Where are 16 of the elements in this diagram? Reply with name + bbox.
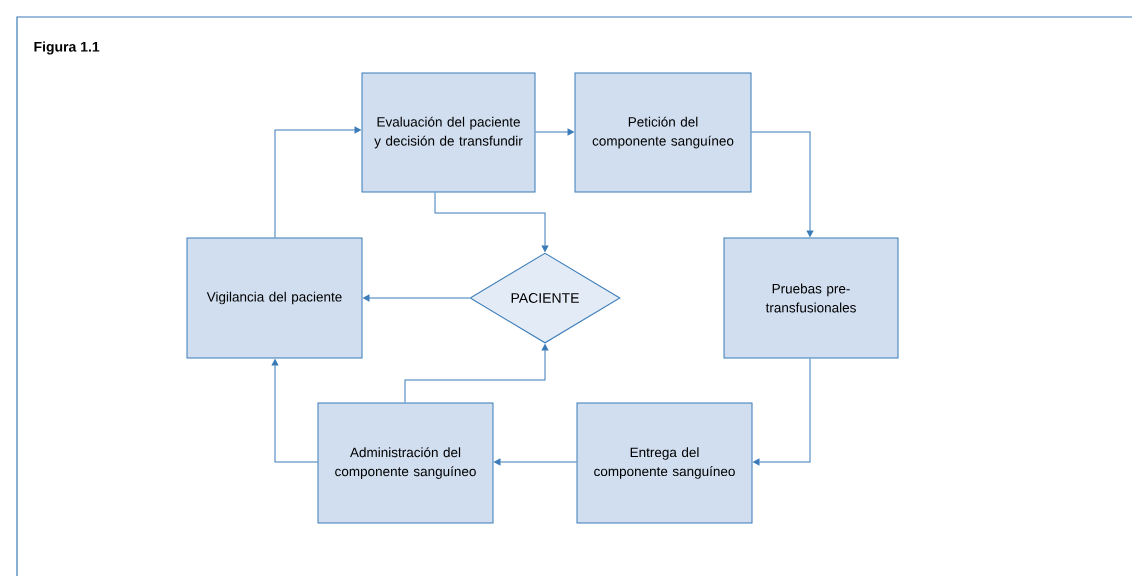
process-box: Administración del componente sanguíneo (317, 402, 494, 524)
arrow (753, 358, 811, 466)
process-box: Evaluación del paciente y decisión de transfundir (361, 72, 536, 193)
arrow (274, 126, 361, 238)
arrow (363, 294, 470, 302)
arrow (535, 128, 574, 136)
process-box: Entrega del componente sanguíneo (576, 402, 753, 524)
arrow (271, 359, 318, 463)
process-box: Pruebas pre-transfusionales (723, 237, 899, 359)
process-box: Petición del componente sanguíneo (574, 72, 752, 193)
arrow (494, 458, 577, 466)
process-box: Vigilancia del paciente (186, 237, 363, 359)
arrow (434, 192, 549, 252)
arrow (751, 131, 814, 237)
arrow (404, 344, 549, 403)
figure-title: Figura 1.1 (34, 41, 100, 55)
